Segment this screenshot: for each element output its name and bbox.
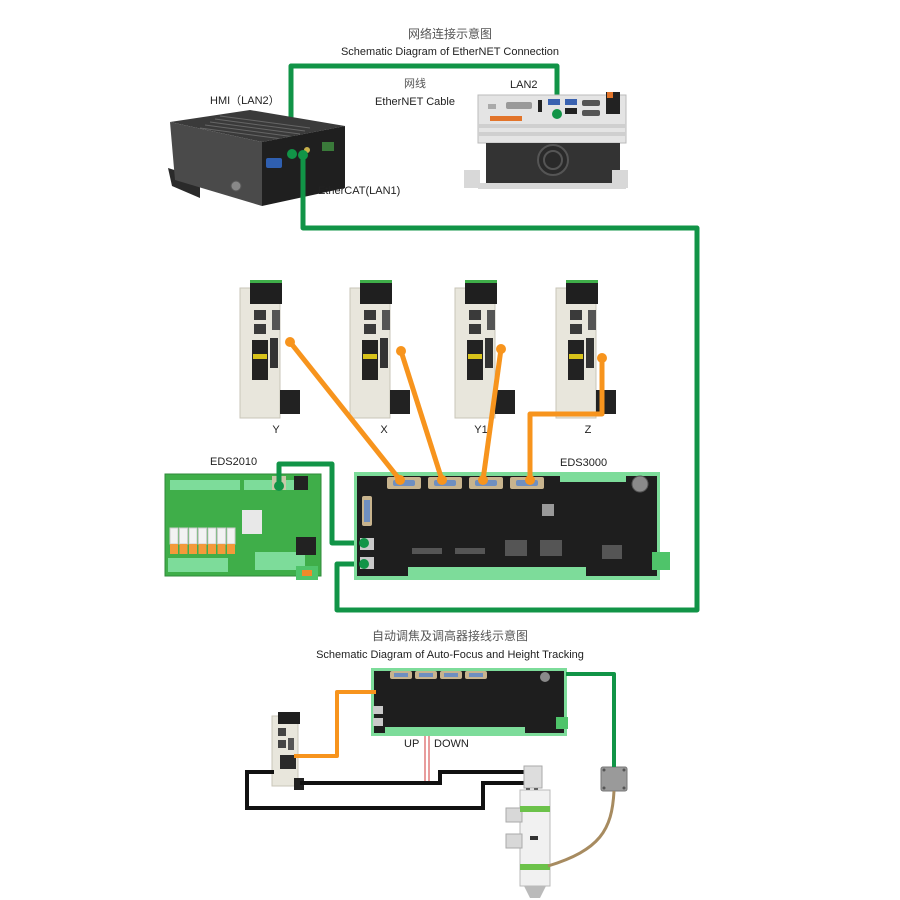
encoder-cables <box>285 337 607 485</box>
ethernet-cable-eds2010-to-eds3000 <box>276 461 360 546</box>
servo-drive-z: Z <box>555 280 616 436</box>
sensor-coax-cable <box>547 790 616 868</box>
height-sensor-amplifier <box>600 766 628 792</box>
encoder-cable-y1 <box>480 348 504 481</box>
relay <box>198 527 207 545</box>
relay <box>217 527 226 545</box>
hmi-label: HMI（LAN2） <box>210 94 280 107</box>
drive-axis-label: X <box>380 424 388 436</box>
autofocus-encoder-cable <box>294 690 376 758</box>
relay-terminal <box>217 544 226 554</box>
board-encoder-port <box>478 475 488 485</box>
relay <box>179 527 188 545</box>
laser-cutting-head <box>505 765 551 898</box>
up-label: UP <box>404 738 419 750</box>
encoder-cable-z <box>527 358 605 480</box>
encoder-cable-y <box>288 340 402 482</box>
eds3000-board <box>354 472 670 580</box>
eds3000-ethernet-port-1 <box>359 538 369 548</box>
drive-encoder-port <box>396 346 406 356</box>
ipc-box <box>464 92 628 189</box>
eds2010-board <box>164 473 322 580</box>
servo-drives: Y X Y1 Z <box>239 280 616 436</box>
down-label: DOWN <box>434 738 469 750</box>
eds2010-ethernet-port <box>274 481 284 491</box>
encoder-cable-x <box>398 350 445 481</box>
board-encoder-port <box>395 475 405 485</box>
relay-terminal <box>198 544 207 554</box>
up-down-signal-wires <box>424 736 430 782</box>
drive-axis-label: Z <box>585 424 592 436</box>
relay-terminal <box>170 544 178 554</box>
ethernet-cable-hmi-to-ipc <box>288 63 560 150</box>
relay <box>226 527 236 545</box>
autofocus-ethernet-cable <box>566 672 616 767</box>
ipc-lan2-label: LAN2 <box>510 79 538 91</box>
ethernet-title-en: Schematic Diagram of EtherNET Connection <box>341 46 559 58</box>
ethercat-label: EtherCAT(LAN1) <box>318 185 400 197</box>
hmi-lan2-port <box>287 149 297 159</box>
relay <box>188 527 198 545</box>
servo-drive-x: X <box>349 280 410 436</box>
board-encoder-port <box>437 475 447 485</box>
board-encoder-port <box>525 475 535 485</box>
relay-terminal <box>189 544 197 554</box>
hmi-box <box>168 110 345 206</box>
relay <box>169 527 179 545</box>
autofocus-title-en: Schematic Diagram of Auto-Focus and Heig… <box>316 649 584 661</box>
drive-encoder-port <box>597 353 607 363</box>
drive-axis-label: Y <box>272 424 280 436</box>
drive-encoder-port <box>285 337 295 347</box>
cable-label-en: EtherNET Cable <box>375 96 455 108</box>
drive-encoder-port <box>496 344 506 354</box>
relay-terminal <box>227 544 235 554</box>
cable-label-cn: 网线 <box>404 76 426 90</box>
servo-drive-y1: Y1 <box>454 280 515 436</box>
eds3000-ethernet-port-2 <box>359 559 369 569</box>
ethercat-cable <box>300 155 700 613</box>
autofocus-servo-drive <box>271 712 304 790</box>
eds3000-label: EDS3000 <box>560 457 607 469</box>
ipc-lan2-port <box>552 109 562 119</box>
autofocus-controller-board <box>371 668 568 736</box>
servo-drive-y: Y <box>239 280 300 436</box>
autofocus-title-cn: 自动调焦及调高器接线示意图 <box>372 628 528 643</box>
relay-terminal <box>208 544 216 554</box>
ethernet-title-cn: 网络连接示意图 <box>408 26 492 41</box>
relay <box>207 527 217 545</box>
eds2010-label: EDS2010 <box>210 456 257 468</box>
relay-terminal <box>179 544 188 554</box>
drive-axis-label: Y1 <box>474 424 487 436</box>
